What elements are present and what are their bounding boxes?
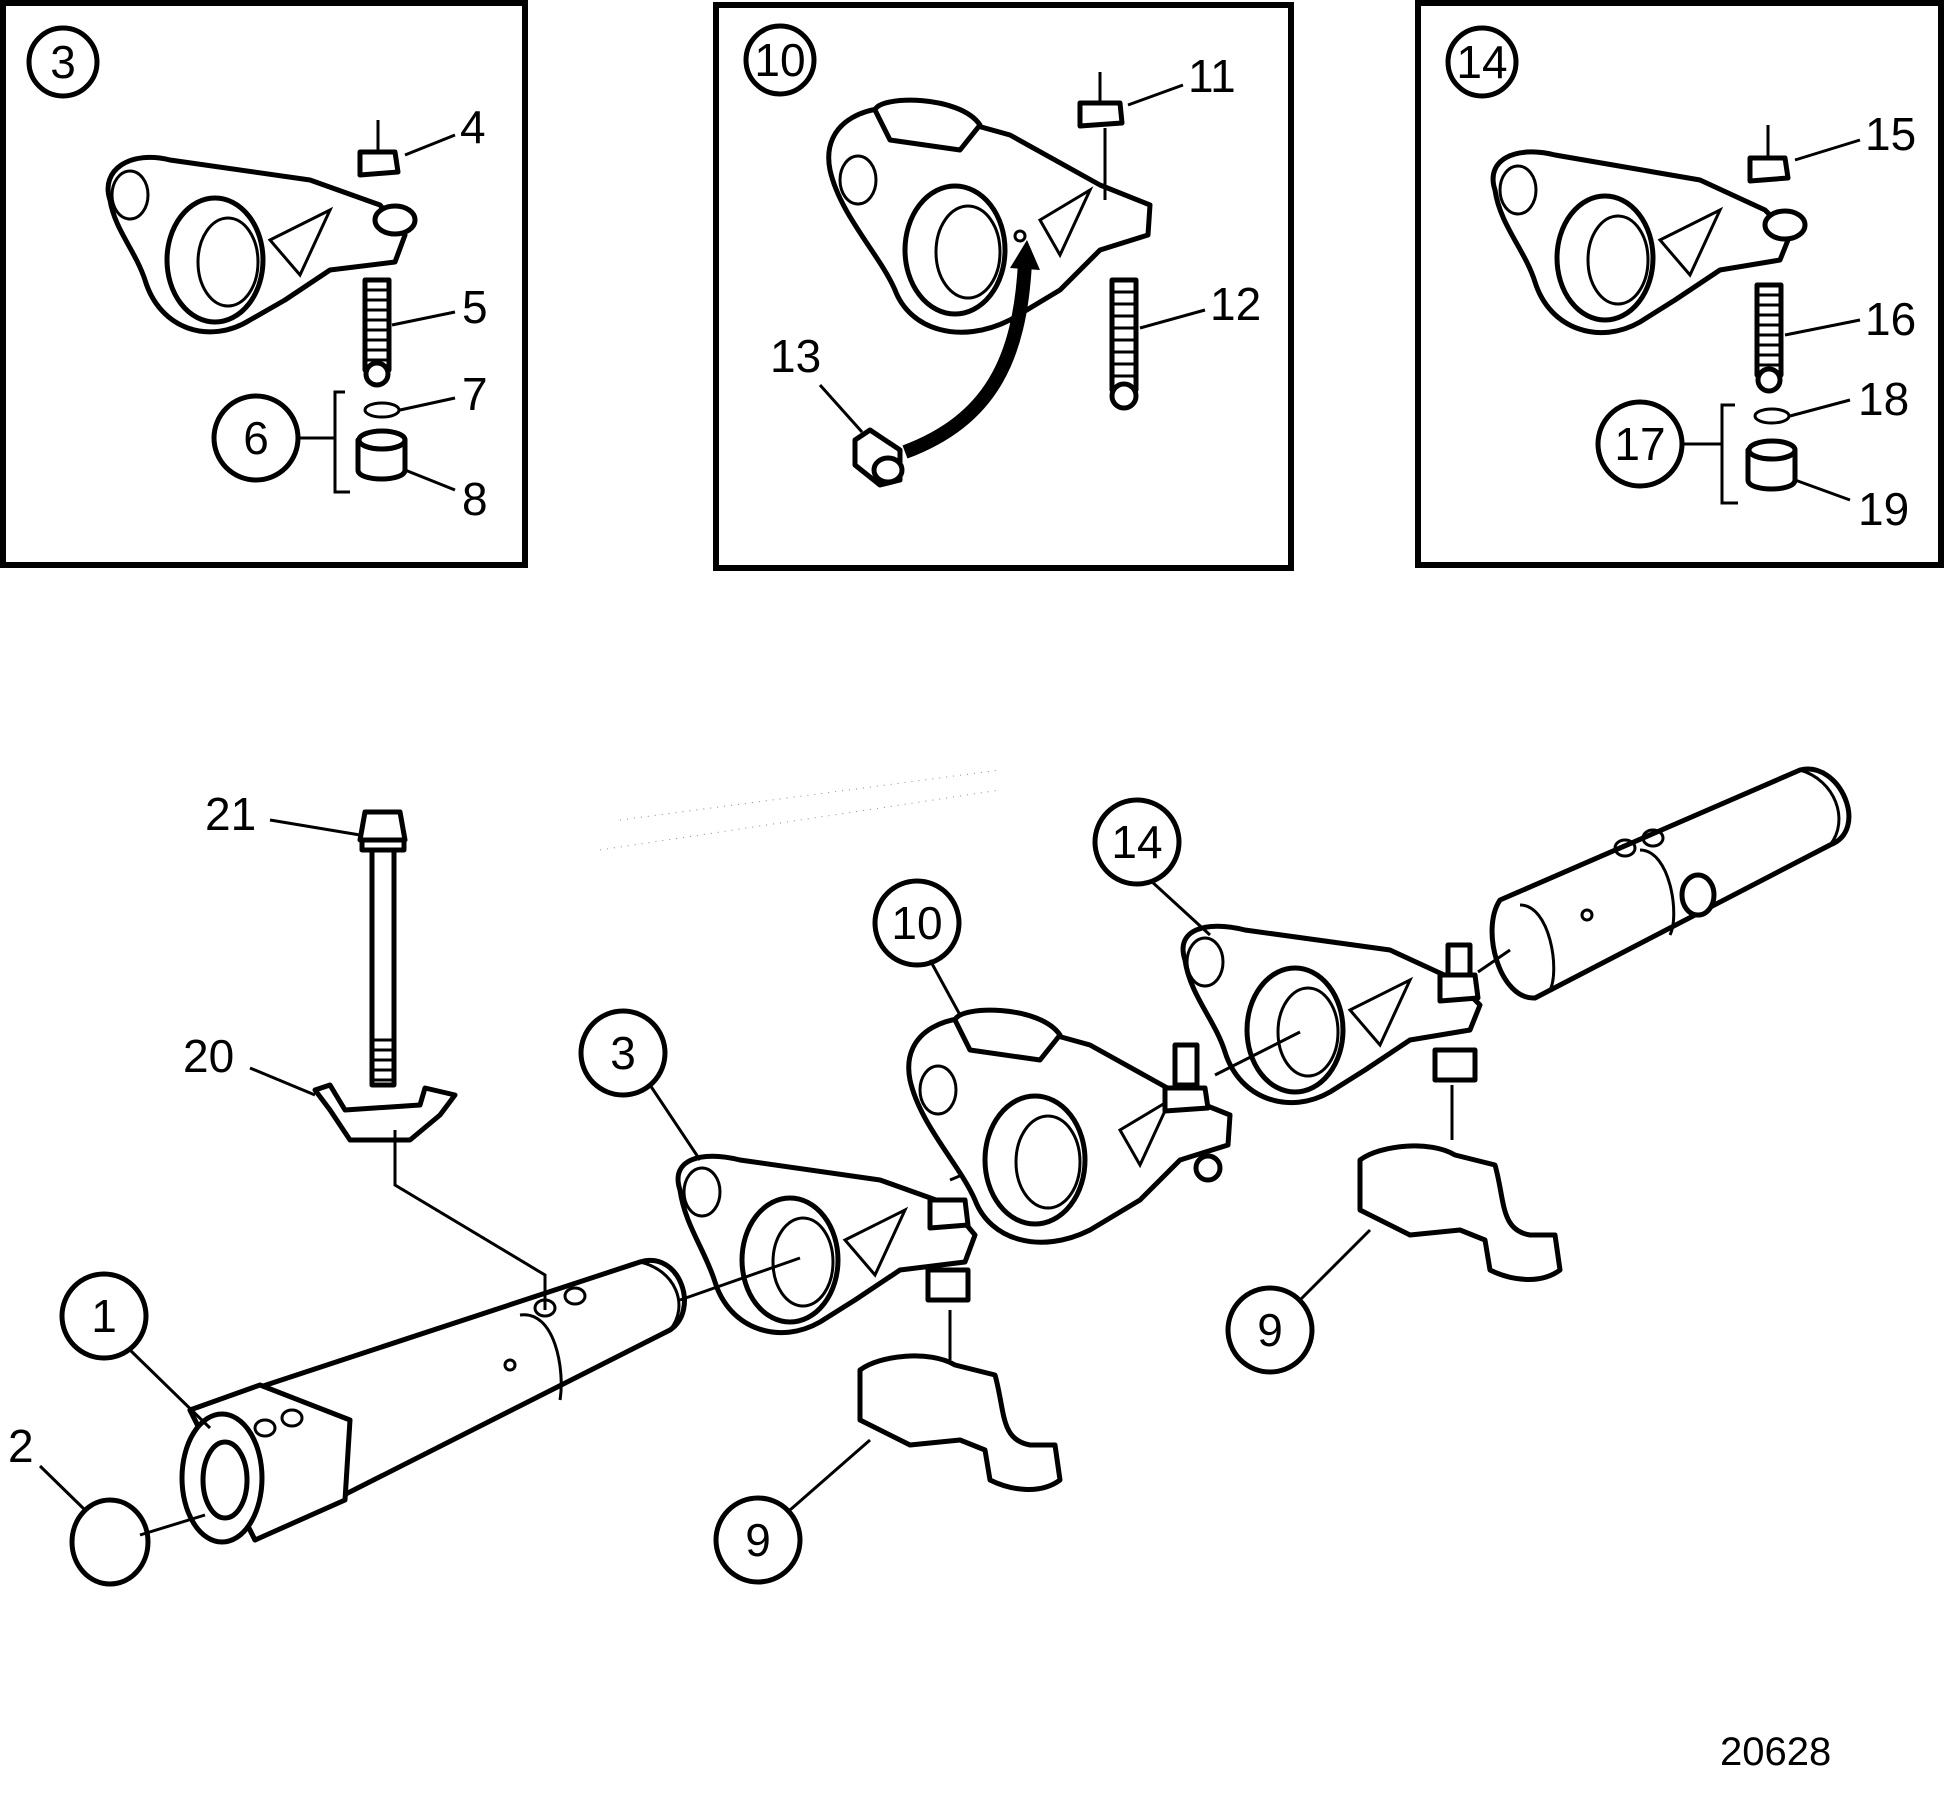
label-2: 2 [8, 1420, 34, 1472]
rocker-arm-14 [1490, 149, 1808, 336]
inset-panel-3: 3 4 5 6 7 [0, 0, 528, 568]
inset-panel-10: 10 11 12 13 [713, 2, 1294, 571]
nut-4 [357, 149, 401, 178]
label-6: 6 [243, 412, 269, 464]
label-16: 16 [1865, 293, 1916, 345]
valve-bridge-9-right [1357, 1143, 1563, 1282]
rocker-arm-3-main [675, 1153, 978, 1336]
label-19: 19 [1858, 483, 1909, 535]
rocker-arm-10 [826, 97, 1153, 335]
washer-18 [1753, 407, 1791, 425]
adjusting-screw-5 [362, 277, 392, 388]
oil-nozzle-13 [852, 427, 905, 488]
label-20: 20 [183, 1030, 234, 1082]
document-number: 20628 [1720, 1730, 1831, 1774]
label-15: 15 [1865, 108, 1916, 160]
callout-1: 1 [91, 1290, 117, 1342]
rocker-arm-14-main [1180, 923, 1483, 1106]
nut-11 [1077, 100, 1125, 129]
label-13: 13 [770, 330, 821, 382]
label-8: 8 [462, 473, 488, 525]
retaining-clip-20 [312, 1082, 458, 1143]
nut-15 [1747, 155, 1791, 184]
inset-panel-14: 14 15 16 17 18 19 [1415, 0, 1944, 568]
washer-7 [363, 401, 401, 419]
plug-2 [69, 1497, 151, 1587]
rocker-shaft-left [179, 1257, 687, 1545]
label-21: 21 [205, 788, 256, 840]
label-18: 18 [1858, 373, 1909, 425]
label-17: 17 [1614, 418, 1665, 470]
callout-10: 10 [891, 897, 942, 949]
callout-9-right: 9 [1257, 1304, 1283, 1356]
adjusting-screw-12 [1109, 277, 1139, 411]
cup-8 [355, 428, 408, 482]
rocker-arm-10-main [906, 1007, 1233, 1245]
label-5: 5 [462, 281, 488, 333]
rocker-arm-3 [105, 154, 418, 335]
label-7: 7 [462, 368, 488, 420]
inset-14-callout: 14 [1456, 36, 1507, 88]
callout-9-left: 9 [745, 1514, 771, 1566]
label-12: 12 [1210, 278, 1261, 330]
label-4: 4 [460, 101, 486, 153]
rocker-shaft-right [1489, 766, 1852, 1001]
main-assembly: 2 1 21 20 3 [8, 766, 1852, 1587]
label-11: 11 [1188, 50, 1236, 102]
cup-19 [1745, 438, 1798, 492]
valve-bridge-9-left [857, 1353, 1063, 1492]
bolt-21 [357, 809, 408, 1088]
callout-3: 3 [610, 1027, 636, 1079]
inset-3-callout: 3 [50, 36, 76, 88]
inset-10-callout: 10 [754, 34, 805, 86]
callout-14: 14 [1111, 816, 1162, 868]
adjusting-screw-16 [1754, 282, 1784, 394]
